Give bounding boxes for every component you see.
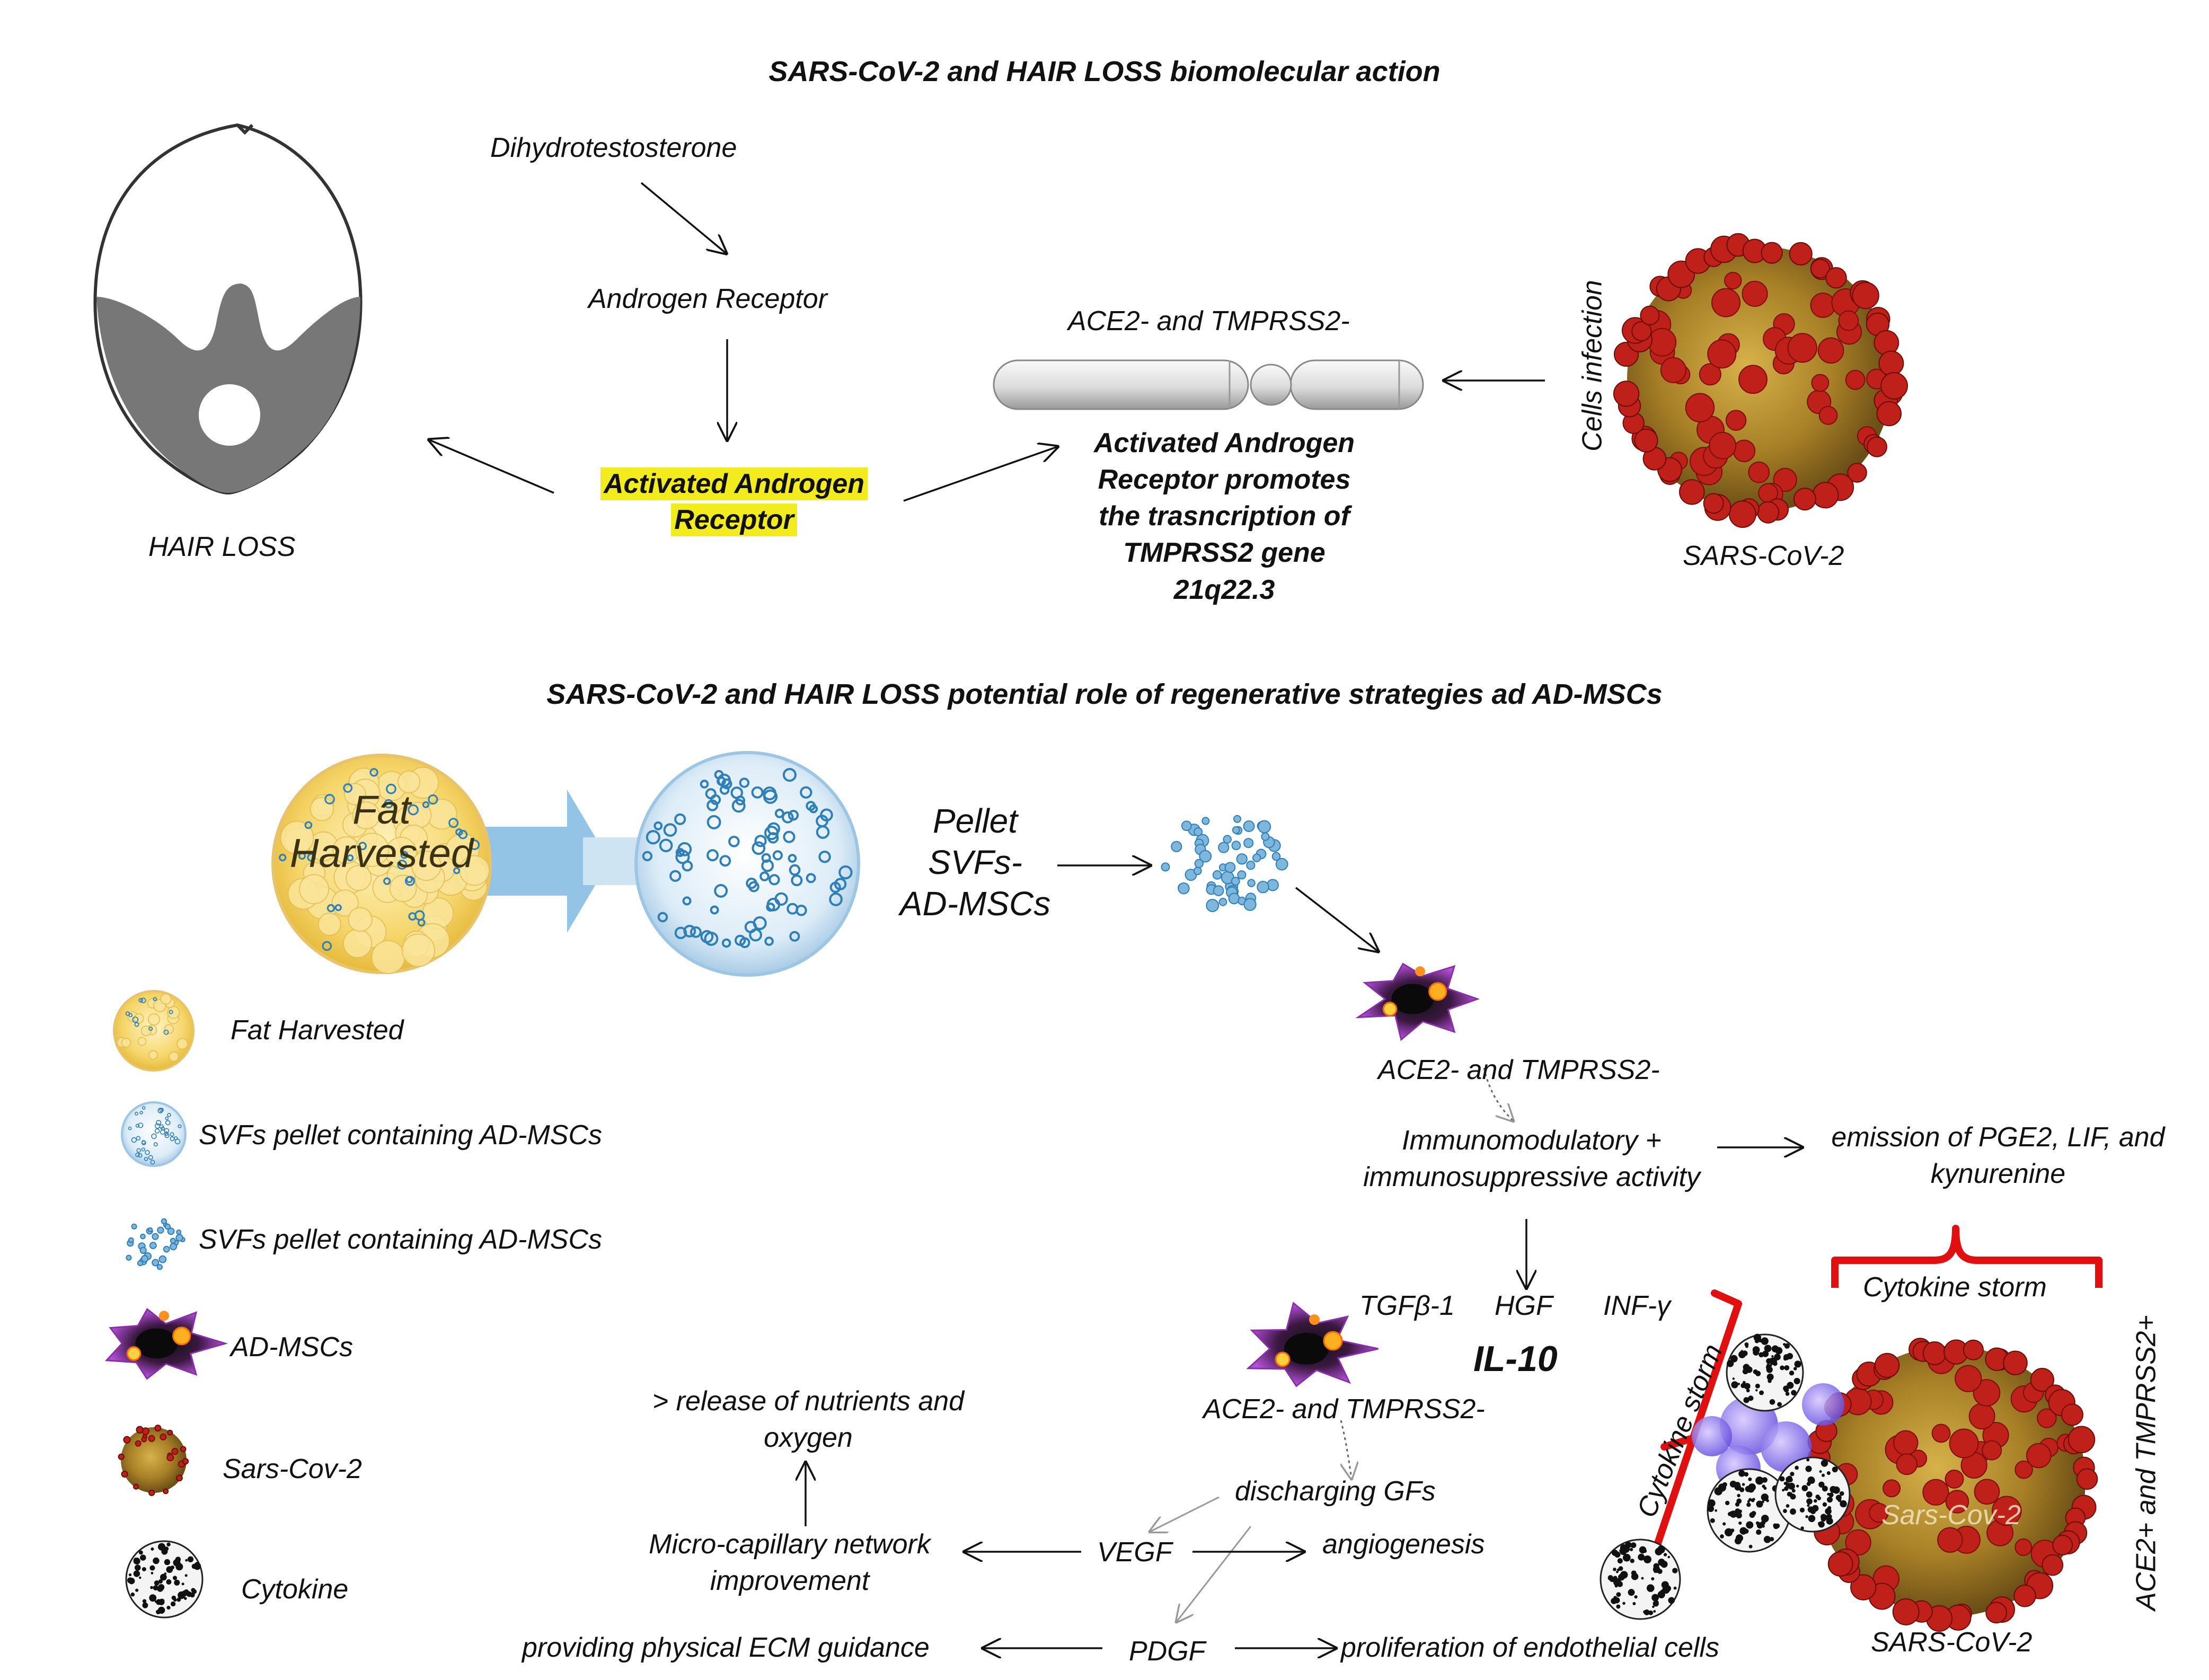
promotes-line: TMPRSS2 gene — [1123, 537, 1326, 569]
cytokine-storm-top-label: Cytokine storm — [1863, 1272, 2047, 1303]
bald-head-icon — [93, 123, 363, 495]
fat-line2: Harvested — [289, 831, 474, 877]
top-title: SARS-CoV-2 and HAIR LOSS biomolecular ac… — [768, 56, 1441, 87]
sars-overlay-label: Sars-Cov-2 — [1881, 1500, 2021, 1531]
sars-cov-2-virus-icon — [1801, 1338, 2098, 1632]
arrow-to-hairloss — [429, 440, 554, 494]
proliferation-label: proliferation of endothelial cells — [1341, 1632, 1719, 1663]
legend-svf-pellet-label-2: SVFs pellet containing AD-MSCs — [199, 1224, 603, 1255]
emission-line2: kynurenine — [1930, 1158, 2066, 1189]
pellet-line: Pellet — [932, 802, 1018, 840]
micro-line2: improvement — [710, 1565, 870, 1596]
ace2-tmprss2-top-label: ACE2- and TMPRSS2- — [1068, 306, 1350, 337]
micro-capillary-label: Micro-capillary network improvement — [617, 1526, 962, 1599]
dotted-arrow-ace2-to-discharging — [1340, 1420, 1351, 1479]
immuno-label: Immunomodulatory + immunosuppressive act… — [1362, 1122, 1701, 1195]
emission-line1: emission of PGE2, LIF, and — [1831, 1122, 2165, 1153]
pellet-line: SVFs- — [928, 843, 1022, 882]
legend-fat-harvested-label: Fat Harvested — [231, 1015, 404, 1046]
legend-sars-cov-2-label: Sars-Cov-2 — [223, 1454, 362, 1484]
legend-svf-pellet-label: SVFs pellet containing AD-MSCs — [199, 1120, 603, 1151]
legend-cytokine-icon — [125, 1540, 204, 1619]
promotes-line: Activated Androgen — [1093, 428, 1355, 458]
flow-arrow-shape — [466, 790, 609, 933]
ace2-plus-label: ACE2+ and TMPRSS2+ — [2131, 1315, 2162, 1611]
pellet-label: Pellet SVFs- AD-MSCs — [874, 800, 1076, 924]
micro-line1: Micro-capillary network — [649, 1529, 931, 1560]
svf-pellet-icon — [634, 751, 860, 977]
fat-line1: Fat — [352, 788, 411, 833]
hgf-label: HGF — [1495, 1290, 1553, 1321]
bottom-title: SARS-CoV-2 and HAIR LOSS potential role … — [546, 678, 1663, 710]
legend-ad-msc-label: AD-MSCs — [231, 1332, 354, 1363]
sars-cov-2-bottom-label: SARS-CoV-2 — [1871, 1627, 2033, 1658]
pellet-line: AD-MSCs — [899, 885, 1051, 923]
hair-loss-label: HAIR LOSS — [148, 532, 296, 562]
emission-label: emission of PGE2, LIF, and kynurenine — [1813, 1119, 2184, 1192]
cells-infection-label: Cells infection — [1577, 280, 1608, 452]
legend-fat-harvested-icon — [113, 990, 195, 1072]
promotes-line: the trasncription of — [1099, 501, 1350, 532]
activated-ar-line1: Activated Androgen — [600, 467, 868, 500]
pdgf-label: PDGF — [1129, 1636, 1206, 1667]
pellet-cluster-icon — [1161, 815, 1288, 912]
ad-msc-icon — [1246, 1302, 1379, 1387]
arrow-cluster-to-msc — [1295, 887, 1378, 951]
release-label: > release of nutrients and oxygen — [617, 1383, 999, 1456]
vegf-label: VEGF — [1097, 1537, 1172, 1568]
activated-ar-line2: Receptor — [671, 503, 797, 536]
arrow-gfs-to-pdgf — [1177, 1526, 1252, 1622]
chromosome-icon — [993, 359, 1424, 410]
arrow-dht-to-ar — [640, 182, 726, 253]
cytokine-storm-bracket-top — [1831, 1225, 2102, 1288]
cytokine-cluster — [1600, 1333, 1851, 1620]
legend-sars-cov-2-icon — [118, 1425, 189, 1496]
discharging-gfs-label: discharging GFs — [1235, 1476, 1436, 1507]
tgf-label: TGFβ-1 — [1359, 1290, 1455, 1321]
immuno-line1: Immunomodulatory + — [1402, 1125, 1662, 1156]
ar-promotes-text: Activated Androgen Receptor promotes the… — [1033, 425, 1415, 608]
fat-harvested-icon — [271, 754, 492, 975]
arrow-to-chromosome — [903, 447, 1057, 502]
arrow-gfs-to-vegf — [1150, 1496, 1220, 1532]
legend-svf-pellet-icon — [121, 1101, 187, 1167]
fat-harvested-big-label: Fat Harvested — [276, 788, 488, 877]
activated-ar-label: Activated Androgen Receptor — [583, 466, 885, 538]
dht-label: Dihydrotestosterone — [490, 132, 737, 163]
ad-msc-icon — [1355, 962, 1480, 1041]
immuno-line2: immunosuppressive activity — [1363, 1161, 1700, 1192]
legend-pellet-cluster-icon — [126, 1218, 185, 1270]
release-line2: oxygen — [764, 1422, 853, 1453]
release-line1: > release of nutrients and — [652, 1386, 965, 1417]
promotes-line: Receptor promotes — [1098, 464, 1351, 496]
inf-label: INF-γ — [1603, 1290, 1671, 1321]
sars-cov-2-top-label: SARS-CoV-2 — [1683, 541, 1844, 571]
ace2-tmprss2-low-label: ACE2- and TMPRSS2- — [1203, 1394, 1485, 1425]
androgen-receptor-label: Androgen Receptor — [588, 284, 827, 314]
dotted-arrow-ace2-to-immuno — [1483, 1067, 1513, 1121]
ecm-label: providing physical ECM guidance — [522, 1632, 930, 1663]
sars-cov-2-virus-icon — [1613, 233, 1908, 528]
promotes-line: 21q22.3 — [1173, 574, 1275, 605]
angiogenesis-label: angiogenesis — [1322, 1529, 1485, 1560]
ace2-tmprss2-mid-label: ACE2- and TMPRSS2- — [1378, 1055, 1660, 1085]
il10-label: IL-10 — [1473, 1339, 1558, 1379]
legend-cytokine-label: Cytokine — [241, 1574, 349, 1605]
legend-ad-msc-icon — [104, 1307, 228, 1380]
